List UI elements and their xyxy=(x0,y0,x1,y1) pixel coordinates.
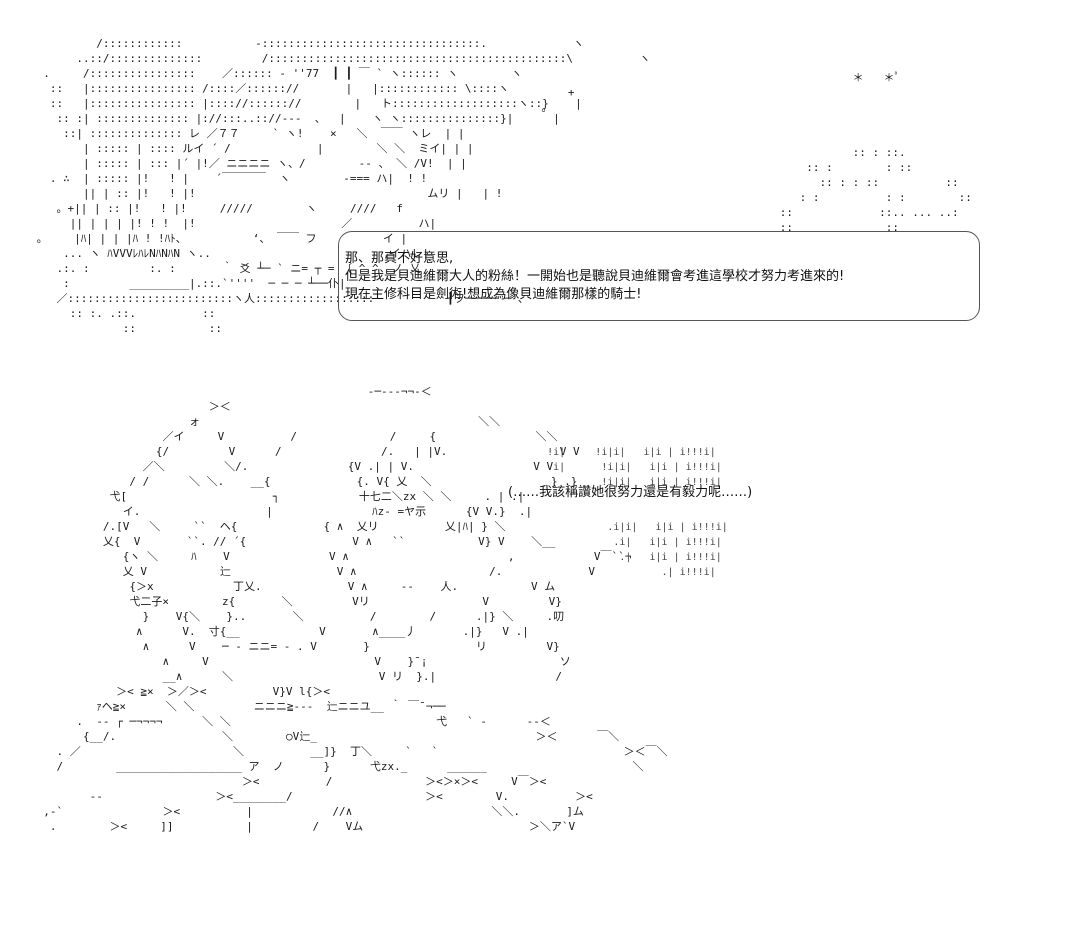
ascii-art-shading-lines: !i| !i|i| i|i | i!!!i| i| !i|i| i|i | i!… xyxy=(547,447,728,578)
speech-bubble xyxy=(338,231,980,321)
inner-monologue-text: (……我該稱讚她很努力還是有毅力呢……) xyxy=(508,485,753,500)
speech-line-1: 那、那真不好意思, xyxy=(345,251,454,266)
ascii-art-second-character: -─--‐¬¬-＜ ＞＜ ォ ＼＼ ／イ V / / { ＼＼ xyxy=(43,385,668,833)
speech-line-2: 但是我是貝迪維爾大人的粉絲！一開始也是聽說貝迪維爾會考進這學校才努力考進來的! xyxy=(345,269,845,284)
ascii-art-character-portrait: /:::::::::::: -:::::::::::::::::::::::::… xyxy=(36,37,651,335)
speech-line-3: 現在主修科目是劍術!想成為像貝迪維爾那樣的騎士! xyxy=(345,287,642,302)
ascii-art-sparkles: ＊ ＊ﾟ + 。 :: : ::. :: : : :: xyxy=(541,71,972,234)
